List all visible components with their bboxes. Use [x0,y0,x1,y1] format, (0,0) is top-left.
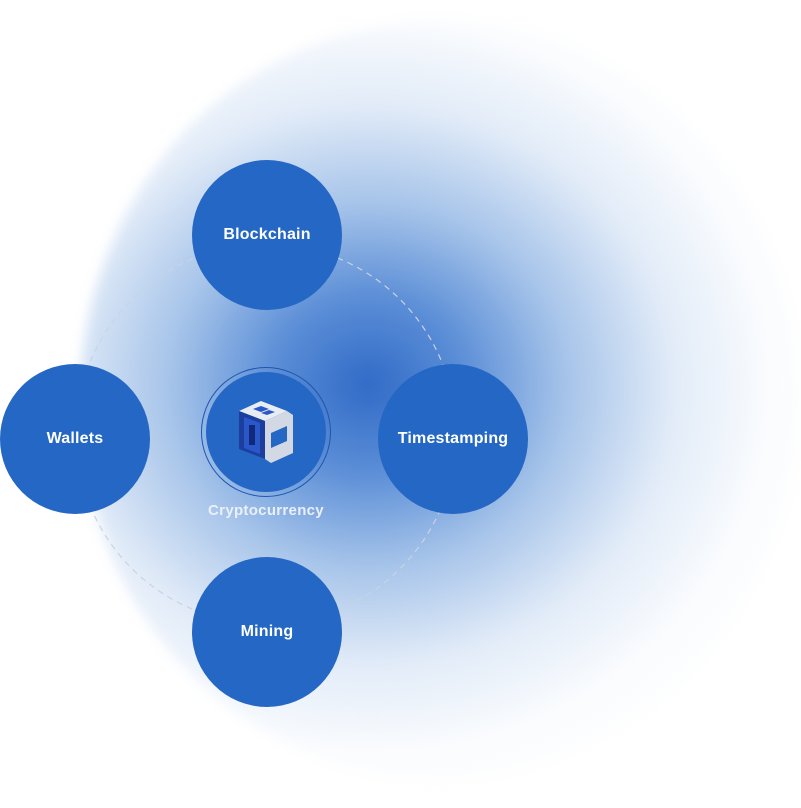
blockchain-cube-logo-icon [239,401,293,463]
node-blockchain[interactable]: Blockchain [192,160,342,310]
node-mining-label: Mining [240,623,294,640]
node-wallets-label: Wallets [46,430,104,447]
node-mining[interactable]: Mining [192,557,342,707]
node-wallets[interactable]: Wallets [0,364,150,514]
node-timestamping[interactable]: Timestamping [378,364,528,514]
node-timestamping-label: Timestamping [397,430,509,447]
center-node[interactable] [206,372,326,492]
center-label: Cryptocurrency [208,502,324,519]
center-node-outline [201,367,331,497]
node-blockchain-label: Blockchain [223,226,311,243]
